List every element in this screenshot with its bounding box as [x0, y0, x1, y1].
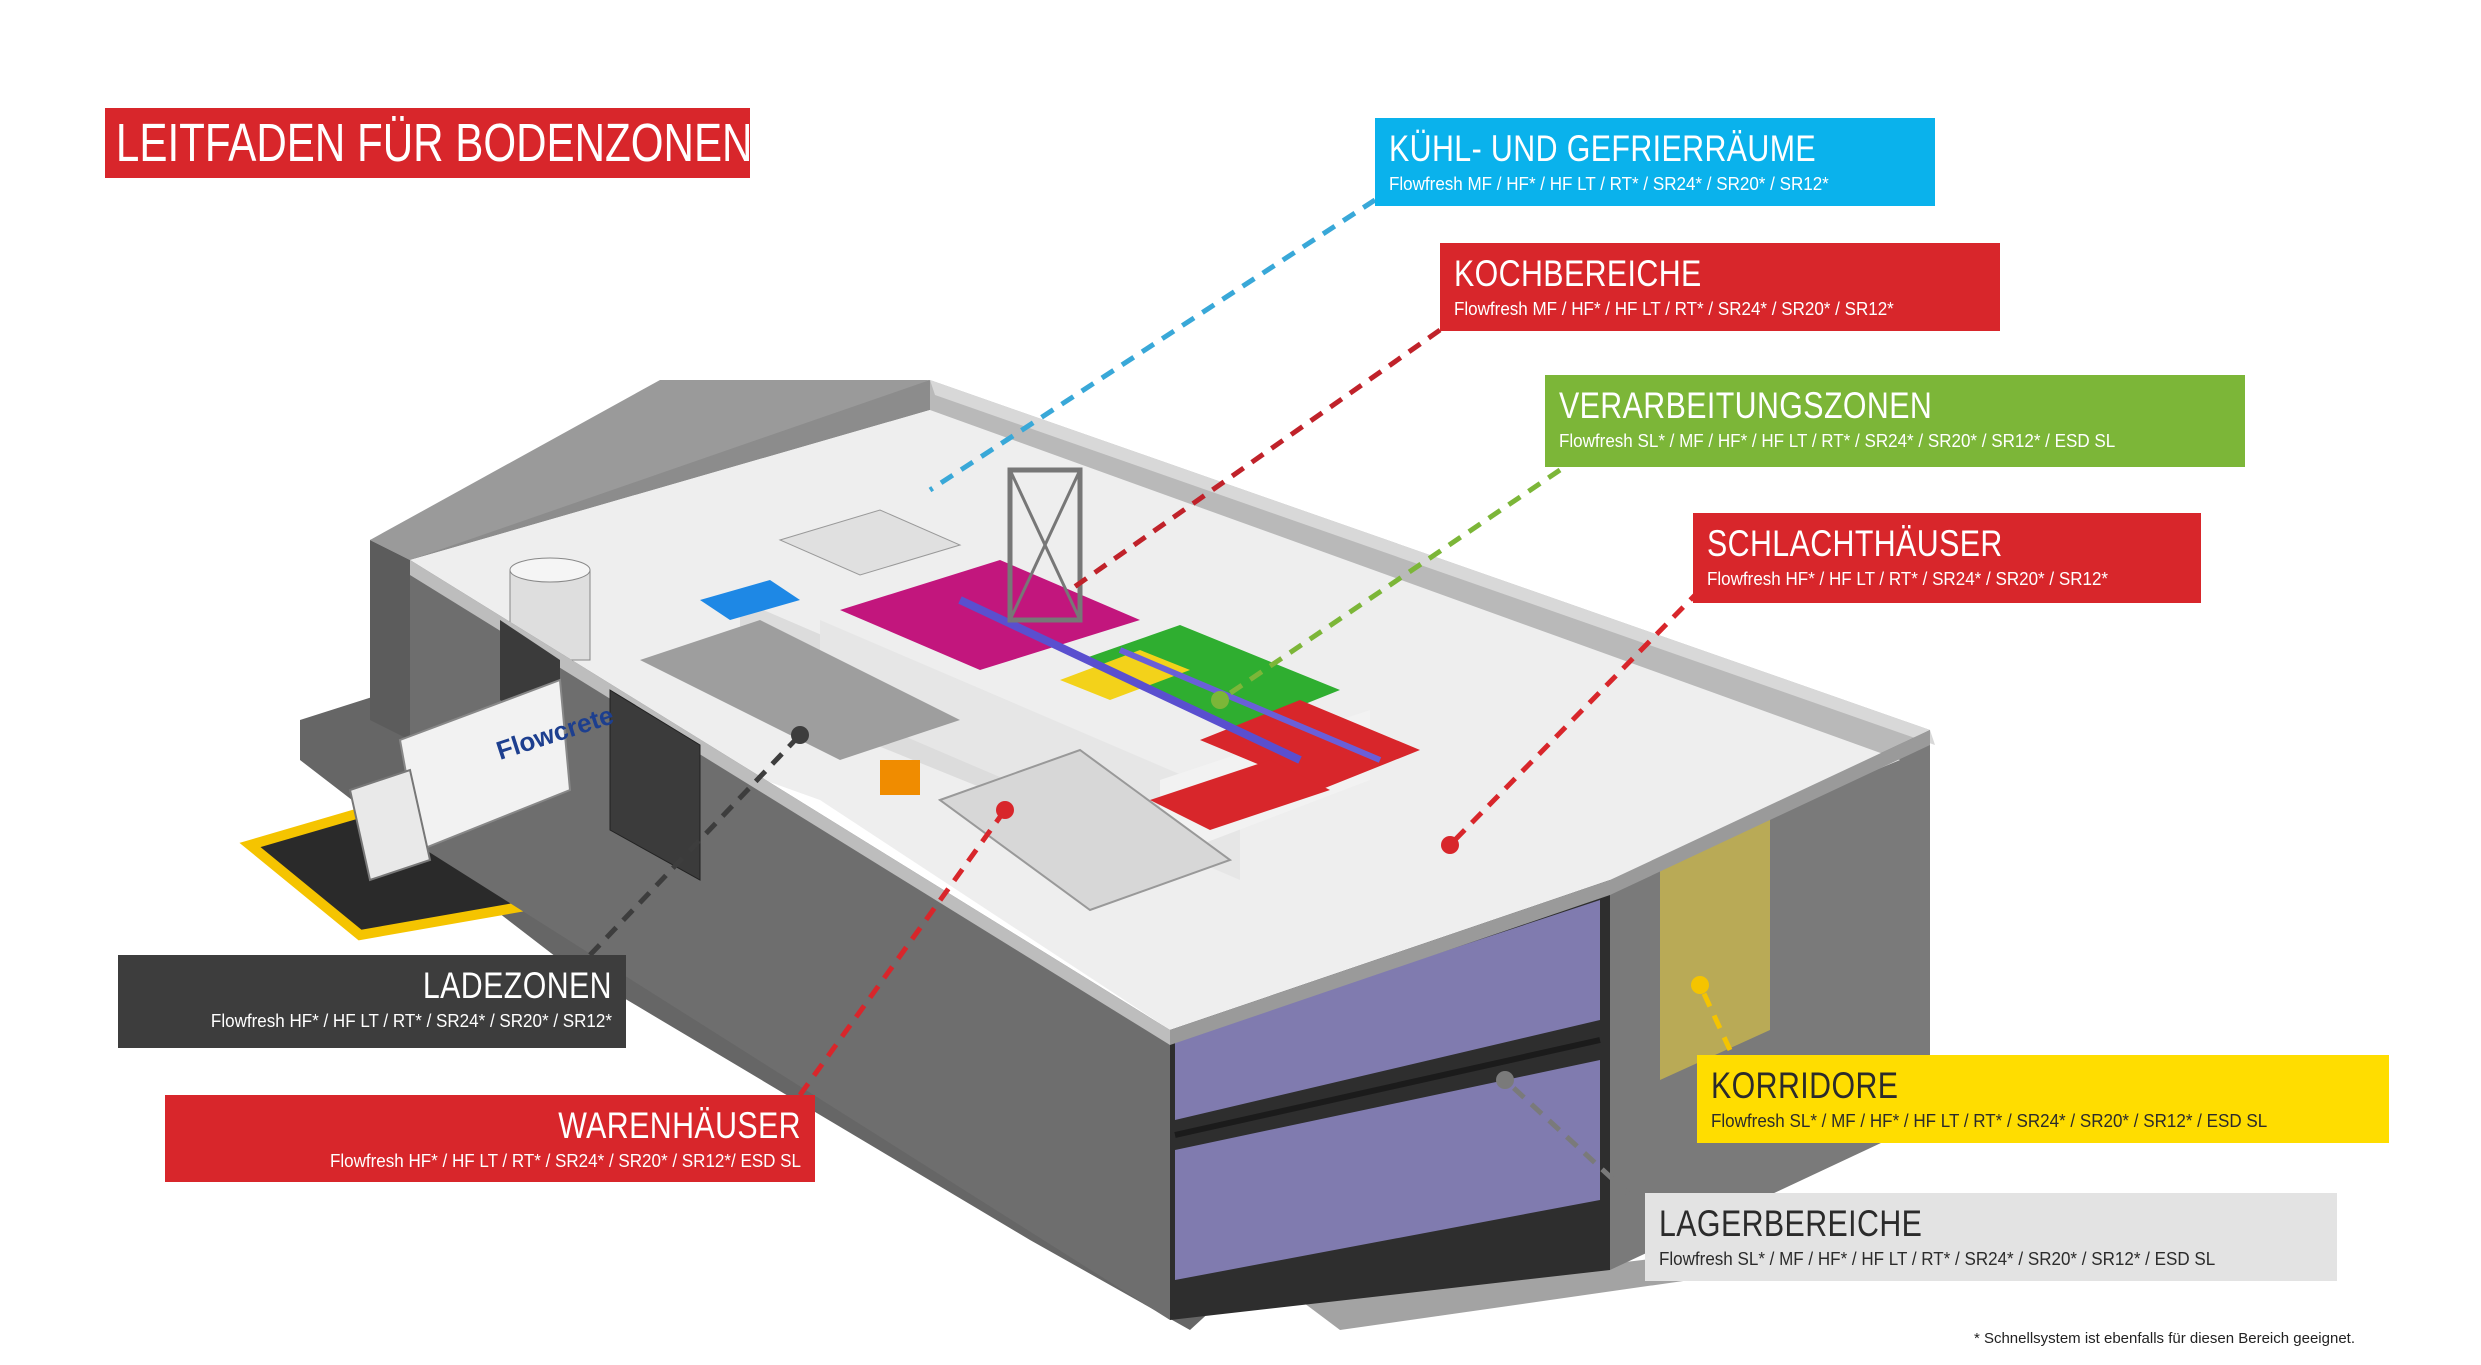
floor: [410, 410, 1900, 1030]
front-wall: [410, 560, 1170, 1320]
zone-title: WARENHÄUSER: [558, 1105, 801, 1146]
zone-products: Flowfresh HF* / HF LT / RT* / SR24* / SR…: [329, 1150, 801, 1171]
leader-korridor: [1697, 983, 1733, 1052]
marker-korridor: [1691, 976, 1709, 994]
zone-title: KÜHL- UND GEFRIERRÄUME: [1389, 128, 1817, 169]
zone-label-kuehl: KÜHL- UND GEFRIERRÄUME Flowfresh MF / HF…: [1375, 118, 1935, 206]
leader-verarbeitung: [1218, 467, 1562, 703]
leader-waren: [797, 808, 1008, 1097]
zone-label-waren: WARENHÄUSER Flowfresh HF* / HF LT / RT* …: [165, 1095, 815, 1182]
marker-lade: [791, 726, 809, 744]
zone-label-verarbeitung: VERARBEITUNGSZONEN Flowfresh SL* / MF / …: [1545, 375, 2245, 467]
storage-racks: [937, 748, 1233, 912]
tower-brace-2: [1008, 469, 1082, 621]
truck-cab: [348, 768, 432, 882]
back-wall-top: [930, 380, 1935, 745]
warehouse-red-strip: [1150, 760, 1330, 830]
leader-lager: [1503, 1078, 1632, 1197]
conveyor-2: [1118, 647, 1382, 763]
left-end-wall: [370, 540, 410, 740]
office-windows-bottom: [1175, 1060, 1600, 1280]
leader-lade: [588, 733, 802, 957]
zone-products: Flowfresh MF / HF* / HF LT / RT* / SR24*…: [1454, 298, 1894, 319]
conveyor-1: [958, 596, 1302, 764]
slaughter-floor: [1200, 700, 1420, 790]
zone-label-schlacht: SCHLACHTHÄUSER Flowfresh HF* / HF LT / R…: [1693, 513, 2201, 603]
steel-tower: [1007, 467, 1083, 623]
page-title: LEITFADEN FÜR BODENZONEN: [105, 108, 753, 178]
zone-label-lade: LADEZONEN Flowfresh HF* / HF LT / RT* / …: [118, 955, 626, 1048]
zone-products: Flowfresh MF / HF* / HF LT / RT* / SR24*…: [1389, 173, 1829, 194]
silo-top: [509, 557, 591, 583]
window-mullion: [1174, 1037, 1601, 1138]
zone-title: VERARBEITUNGSZONEN: [1559, 385, 1933, 426]
page-title-text: LEITFADEN FÜR BODENZONEN: [115, 113, 753, 173]
zone-title: LADEZONEN: [422, 965, 612, 1006]
zone-products: Flowfresh SL* / MF / HF* / HF LT / RT* /…: [1711, 1110, 2268, 1131]
zone-label-koch: KOCHBEREICHE Flowfresh MF / HF* / HF LT …: [1440, 243, 2000, 331]
footnote: * Schnellsystem ist ebenfalls für diesen…: [1973, 1330, 2355, 1347]
rooftop-units: [778, 509, 962, 576]
marker-schlacht: [1441, 836, 1459, 854]
marker-verarbeitung: [1211, 691, 1229, 709]
back-roof-panel: [370, 380, 930, 560]
zone-products: Flowfresh HF* / HF LT / RT* / SR24* / SR…: [1707, 568, 2109, 589]
front-wall-top: [410, 560, 1170, 1045]
marker-waren: [996, 801, 1014, 819]
leader-schlacht: [1448, 588, 1702, 847]
office-windows-top: [1175, 900, 1600, 1120]
zone-label-korridor: KORRIDORE Flowfresh SL* / MF / HF* / HF …: [1697, 1055, 2389, 1143]
loading-door-1: [609, 689, 701, 881]
roof-edge: [1170, 730, 1930, 1045]
forklift: [880, 760, 920, 795]
leader-koch: [1068, 327, 1442, 593]
zone-title: LAGERBEREICHE: [1659, 1203, 1923, 1244]
zone-label-lager: LAGERBEREICHE Flowfresh SL* / MF / HF* /…: [1645, 1193, 2337, 1281]
processing-floor: [1080, 625, 1340, 730]
cold-room-floor: [700, 580, 800, 620]
zone-products: Flowfresh SL* / MF / HF* / HF LT / RT* /…: [1659, 1248, 2216, 1269]
corridor-floor: [640, 620, 960, 760]
zone-title: SCHLACHTHÄUSER: [1707, 523, 2003, 564]
zone-products: Flowfresh HF* / HF LT / RT* / SR24* / SR…: [210, 1010, 612, 1031]
leader-kuehl: [928, 197, 1377, 493]
marker-lager: [1496, 1071, 1514, 1089]
zone-title: KOCHBEREICHE: [1454, 253, 1702, 294]
zone-products: Flowfresh SL* / MF / HF* / HF LT / RT* /…: [1559, 430, 2116, 451]
zone-title: KORRIDORE: [1711, 1065, 1899, 1106]
leader-lines: [588, 197, 1733, 1197]
